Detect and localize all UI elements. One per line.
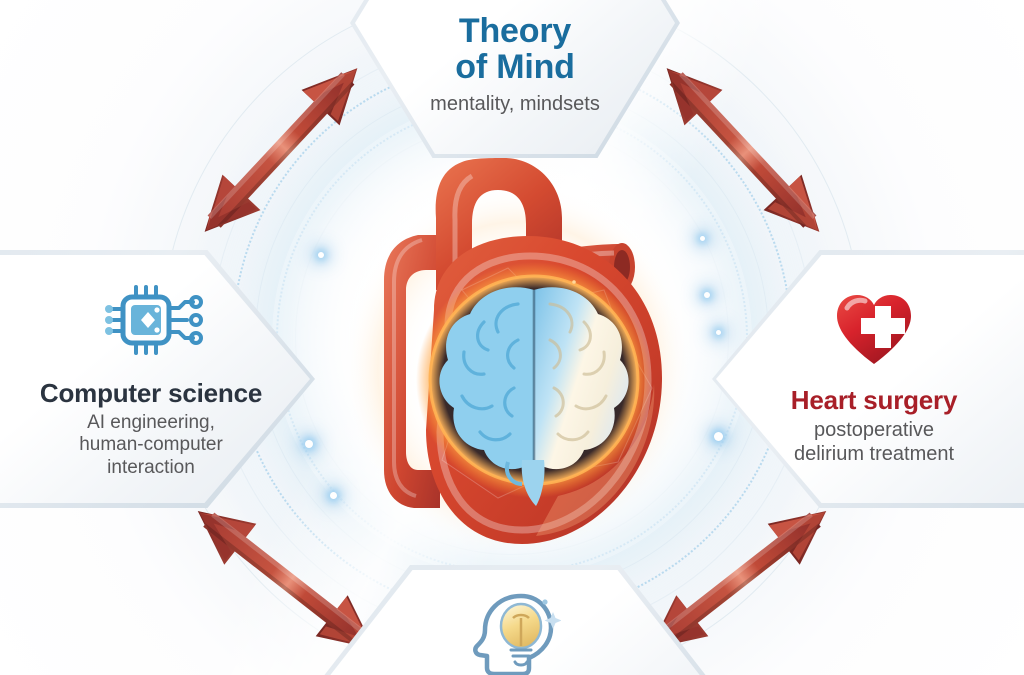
background-glow-dot xyxy=(330,492,337,499)
node-computer-science-subtitle-line3: interaction xyxy=(107,456,195,478)
background-glow-dot xyxy=(318,252,324,258)
node-computer-science-content: Computer science AI engineering, human-c… xyxy=(0,258,306,500)
background-glow-dot xyxy=(700,236,705,241)
orbit-swoosh-icon xyxy=(440,0,590,4)
background-glow-dot xyxy=(716,330,721,335)
node-theory-of-mind-title-line1: Theory xyxy=(458,12,572,51)
arrow-top-left xyxy=(176,38,386,263)
node-theory-of-mind-title-line2: of Mind xyxy=(455,48,575,87)
arrow-bottom-right xyxy=(638,500,838,660)
node-heart-surgery-title: Heart surgery xyxy=(790,384,958,415)
microchip-circuit-icon xyxy=(95,279,207,366)
node-computer-science-title: Computer science xyxy=(39,377,263,408)
node-computer-science-subtitle-line1: AI engineering, xyxy=(87,412,215,434)
node-theory-of-mind-content: Theory of Mind mentality, mindsets xyxy=(375,0,655,152)
node-heart-surgery-content: Heart surgery postoperative delirium tre… xyxy=(724,258,1024,500)
background-glow-dot xyxy=(704,292,710,298)
node-computer-science-subtitle-line2: human-computer xyxy=(79,434,223,456)
heart-medical-cross-icon xyxy=(833,292,915,375)
node-bottom-content xyxy=(440,578,590,675)
background-glow-dot xyxy=(305,440,313,448)
background-glow-dot xyxy=(714,432,723,441)
node-heart-surgery-subtitle-line2: delirium treatment xyxy=(793,442,955,465)
node-theory-of-mind-subtitle: mentality, mindsets xyxy=(430,93,600,116)
arrow-top-right xyxy=(638,38,848,263)
heart-with-brain-illustration xyxy=(322,140,702,560)
node-heart-surgery-subtitle-line1: postoperative xyxy=(813,419,935,442)
arrow-bottom-left xyxy=(186,500,386,660)
head-lightbulb-idea-icon xyxy=(469,588,562,675)
